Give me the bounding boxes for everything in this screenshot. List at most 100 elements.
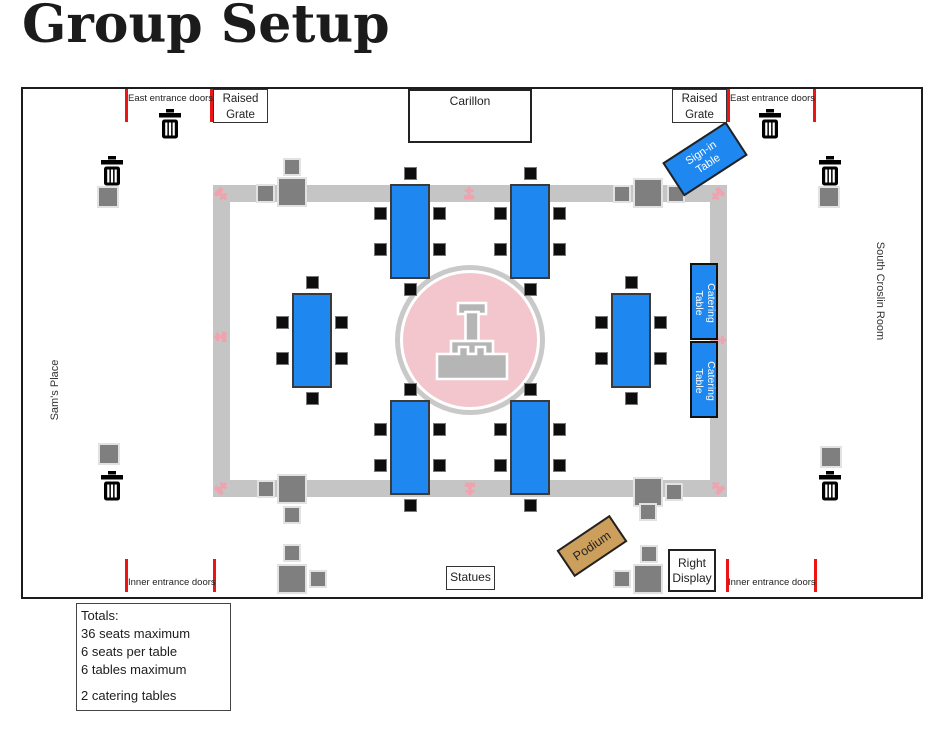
- pink-statue-marker: [461, 186, 477, 202]
- right-display: Right Display: [668, 549, 716, 592]
- pink-statue-marker-icon: [213, 186, 228, 201]
- chair-seat: [403, 499, 417, 512]
- floorplan: East entrance doors East entrance doors …: [21, 87, 923, 599]
- east-entrance-doors-right-label: East entrance doors: [730, 93, 816, 104]
- chair-seat: [523, 499, 537, 512]
- chair-seat: [433, 459, 446, 472]
- statue-block: [639, 503, 657, 521]
- trash-can: [758, 109, 782, 139]
- statue-block: [633, 178, 663, 208]
- monument-icon: [435, 301, 509, 381]
- statue-block: [283, 544, 301, 562]
- statues-label: Statues: [446, 566, 495, 590]
- door-marker-red-line: [726, 559, 729, 592]
- statue-block: [820, 446, 842, 468]
- door-marker-red-line: [210, 89, 213, 122]
- chair-seat: [276, 352, 289, 365]
- pink-statue-marker-icon: [464, 482, 475, 496]
- dining-table: [510, 184, 550, 279]
- statue-block: [633, 564, 663, 594]
- trash-can: [100, 156, 124, 186]
- chair-seat: [305, 276, 319, 289]
- chair-seat: [624, 392, 638, 405]
- chair-seat: [433, 423, 446, 436]
- pink-statue-marker: [707, 477, 730, 500]
- chair-seat: [374, 243, 387, 256]
- chair-seat: [595, 352, 608, 365]
- walkway-ring: [213, 185, 727, 497]
- chair-seat: [523, 167, 537, 180]
- trash-can-icon: [759, 109, 781, 139]
- door-marker-red-line: [125, 89, 128, 122]
- chair-seat: [624, 276, 638, 289]
- chair-seat: [654, 316, 667, 329]
- catering-table-bottom: Catering Table: [690, 341, 718, 418]
- chair-seat: [305, 392, 319, 405]
- door-marker-red-line: [813, 89, 816, 122]
- catering-table-top: Catering Table: [690, 263, 718, 340]
- trash-can-icon: [819, 471, 841, 501]
- totals-line-seats-max: 36 seats maximum: [81, 626, 191, 641]
- chair-seat: [433, 207, 446, 220]
- statue-block: [277, 564, 307, 594]
- totals-line-seats-per-table: 6 seats per table: [81, 644, 178, 659]
- statue-block: [97, 186, 119, 208]
- raised-grate-right: Raised Grate: [672, 89, 727, 123]
- statue-block: [613, 185, 631, 203]
- statue-block: [277, 177, 307, 207]
- chair-seat: [403, 283, 417, 296]
- dining-table: [510, 400, 550, 495]
- chair-seat: [654, 352, 667, 365]
- trash-can-icon: [101, 471, 123, 501]
- statue-block: [665, 483, 683, 501]
- chair-seat: [523, 283, 537, 296]
- statue-block: [256, 184, 275, 203]
- totals-box: Totals: 36 seats maximum 6 seats per tab…: [76, 603, 231, 711]
- chair-seat: [553, 423, 566, 436]
- totals-line-catering: 2 catering tables: [81, 688, 177, 703]
- chair-seat: [553, 207, 566, 220]
- pink-statue-marker-icon: [711, 481, 726, 496]
- door-marker-red-line: [213, 559, 216, 592]
- chair-seat: [553, 243, 566, 256]
- chair-seat: [374, 423, 387, 436]
- chair-seat: [494, 459, 507, 472]
- statue-block: [257, 480, 275, 498]
- dining-table: [390, 184, 430, 279]
- chair-seat: [335, 316, 348, 329]
- trash-can-icon: [819, 156, 841, 186]
- raised-grate-left: Raised Grate: [213, 89, 268, 123]
- pink-statue-marker: [210, 183, 233, 206]
- chair-seat: [374, 207, 387, 220]
- chair-seat: [403, 383, 417, 396]
- south-croslin-room-label: South Croslin Room: [874, 241, 886, 341]
- door-marker-red-line: [727, 89, 730, 122]
- chair-seat: [494, 207, 507, 220]
- inner-entrance-doors-right-label: Inner entrance doors: [728, 577, 816, 588]
- chair-seat: [494, 423, 507, 436]
- statue-block: [613, 570, 631, 588]
- chair-seat: [433, 243, 446, 256]
- sams-place-label: Sam's Place: [49, 359, 61, 421]
- page-title: Group Setup: [22, 0, 390, 55]
- trash-can: [818, 156, 842, 186]
- pink-statue-marker-icon: [213, 331, 227, 342]
- pink-statue-marker-icon: [711, 186, 726, 201]
- pink-statue-marker: [707, 183, 730, 206]
- pink-statue-marker: [210, 477, 233, 500]
- fountain-circle: [395, 265, 545, 415]
- trash-can: [158, 109, 182, 139]
- door-marker-red-line: [814, 559, 817, 592]
- statue-block: [283, 158, 301, 176]
- trash-can-icon: [159, 109, 181, 139]
- statue-block: [640, 545, 658, 563]
- pink-statue-marker: [462, 480, 478, 496]
- pink-statue-marker: [213, 329, 229, 345]
- statue-block: [277, 474, 307, 504]
- pink-statue-marker-icon: [464, 186, 475, 200]
- trash-can-icon: [101, 156, 123, 186]
- statue-block: [633, 477, 663, 507]
- totals-line-tables-max: 6 tables maximum: [81, 662, 187, 677]
- statue-block: [309, 570, 327, 588]
- door-marker-red-line: [125, 559, 128, 592]
